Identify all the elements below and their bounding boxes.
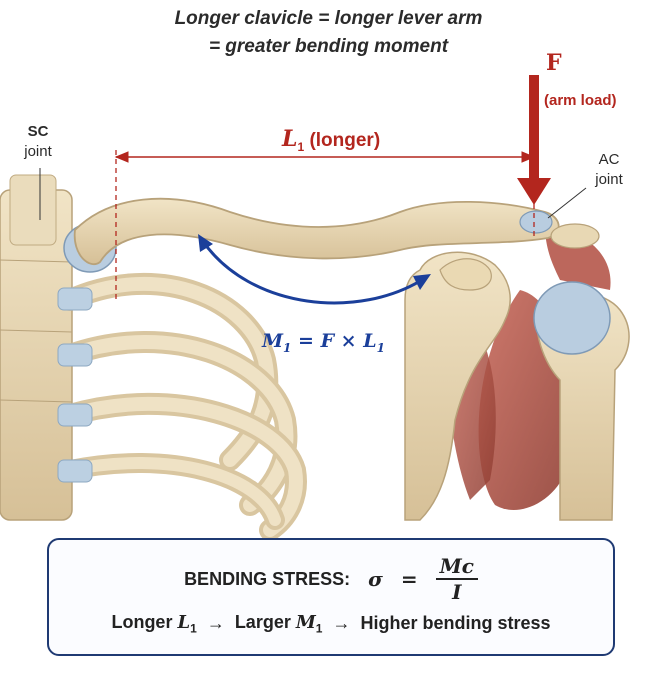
chain-item-2: Larger M1 [235,612,323,636]
bending-stress-label: BENDING STRESS: [184,568,351,589]
moment-label: M1 = F × L1 [262,330,385,355]
ac-joint-label: AC joint [584,150,634,190]
rib-cage [59,272,307,541]
formula-box: BENDING STRESS: σ = Mc I Longer L1 → Lar… [47,538,615,656]
force-arrow [517,75,551,205]
scapula [404,251,511,521]
ac-joint-leader [547,187,587,219]
force-note: (arm load) [544,92,617,109]
ac-joint-cartilage [519,210,553,234]
moment-lhs-sub: 1 [283,340,292,355]
chain-item-2-text: Larger [234,612,291,632]
lever-subscript: 1 [297,139,305,154]
lever-note: (longer) [309,130,381,151]
title-line-2: = greater bending moment [208,36,449,57]
moment-arc-head-start [198,234,213,252]
coracoid-process [439,258,492,291]
equals-sign: = [400,567,418,591]
ac-joint-label-line1: AC [598,151,620,168]
chain-item-3: Higher bending stress [360,613,551,634]
moment-rhs: = F × L [298,330,377,352]
title-line-1: Longer clavicle = longer lever arm [174,8,483,29]
moment-arc-head-end [413,274,431,290]
lever-symbol: L [282,126,298,152]
force-label: F [546,50,562,76]
fraction-numerator: Mc [435,554,478,580]
chain-arrow-1: → [206,613,225,634]
moment-rhs-sub: 1 [376,340,385,355]
ac-joint-label-line2: joint [595,171,623,188]
chain-item-1-text: Longer [111,612,173,632]
acromion [550,223,600,249]
neck-column [9,174,57,246]
chain-item-1-sub: 1 [190,621,197,636]
moment-arc-arrow [200,239,426,305]
chain-arrow-2: → [332,613,351,634]
chain-item-1: Longer L1 [111,612,196,636]
sigma-symbol: σ [368,567,383,591]
bending-stress-row: BENDING STRESS: σ = Mc I [49,550,613,608]
lever-arm-label: L1 (longer) [282,126,380,154]
sc-joint-label: SC joint [14,122,62,162]
sc-joint-label-line1: SC [27,123,49,140]
costal-cartilage [57,287,93,483]
moment-lhs: M [262,330,284,352]
chain-item-2-sub: 1 [315,621,323,636]
humerus [533,281,630,521]
sc-joint-label-line2: joint [24,143,52,160]
stress-fraction: Mc I [435,554,478,604]
fraction-denominator: I [452,580,462,604]
chain-item-1-symbol: L [177,612,191,633]
consequence-chain: Longer L1 → Larger M1 → Higher bending s… [49,612,613,636]
chain-item-2-symbol: M [295,612,316,633]
clavicle [73,197,560,265]
